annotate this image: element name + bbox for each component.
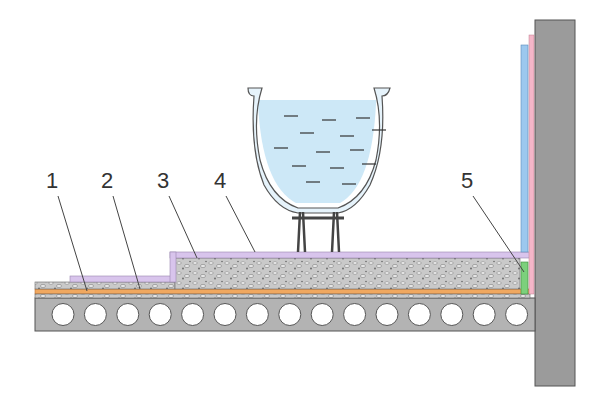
callout-number: 3: [157, 170, 169, 192]
slab-hole: [84, 304, 106, 326]
water-dash: [292, 165, 306, 166]
slab-hole: [214, 304, 236, 326]
water-dash: [340, 135, 354, 136]
water-dash: [306, 181, 320, 182]
slab-hole: [408, 304, 430, 326]
callout-number: 1: [46, 170, 58, 192]
slab-hole: [182, 304, 204, 326]
floor-tile-low: [70, 276, 175, 282]
callout-number: 5: [461, 170, 473, 192]
wall: [535, 20, 575, 386]
slab-hole: [344, 304, 366, 326]
slab-hole: [311, 304, 333, 326]
slab-hole: [506, 304, 528, 326]
step-tile: [170, 252, 176, 282]
slab-hole: [441, 304, 463, 326]
slab-hole: [117, 304, 139, 326]
sealing-strip: [521, 262, 528, 294]
water-dash: [356, 117, 370, 118]
bathtub: [248, 88, 390, 252]
screed-low: [35, 282, 175, 289]
leader-lines: [58, 196, 524, 291]
water-dash: [372, 129, 386, 130]
slab-hole: [473, 304, 495, 326]
slab-hole: [376, 304, 398, 326]
slab-hole: [52, 304, 74, 326]
wall-membrane: [529, 35, 534, 294]
callout-number: 2: [101, 170, 113, 192]
water-dash: [284, 115, 298, 116]
waterproofing-layer: [35, 289, 530, 294]
water-dash: [342, 183, 356, 184]
slab-hole: [246, 304, 268, 326]
water-dash: [300, 132, 314, 133]
slab-hole: [149, 304, 171, 326]
screed-base: [35, 294, 530, 298]
floor-tile-raised: [170, 252, 530, 258]
water-dash: [322, 119, 336, 120]
water-dash: [316, 151, 330, 152]
callout-number: 4: [214, 170, 226, 192]
water-dash: [274, 147, 288, 148]
hollow-core-slab: [35, 298, 535, 331]
water-dash: [362, 163, 376, 164]
wall-tiles: [521, 45, 528, 252]
slab-hole: [279, 304, 301, 326]
water-dash: [330, 167, 344, 168]
screed-raised: [175, 258, 520, 289]
water-dash: [350, 149, 364, 150]
slab-holes: [52, 304, 528, 326]
